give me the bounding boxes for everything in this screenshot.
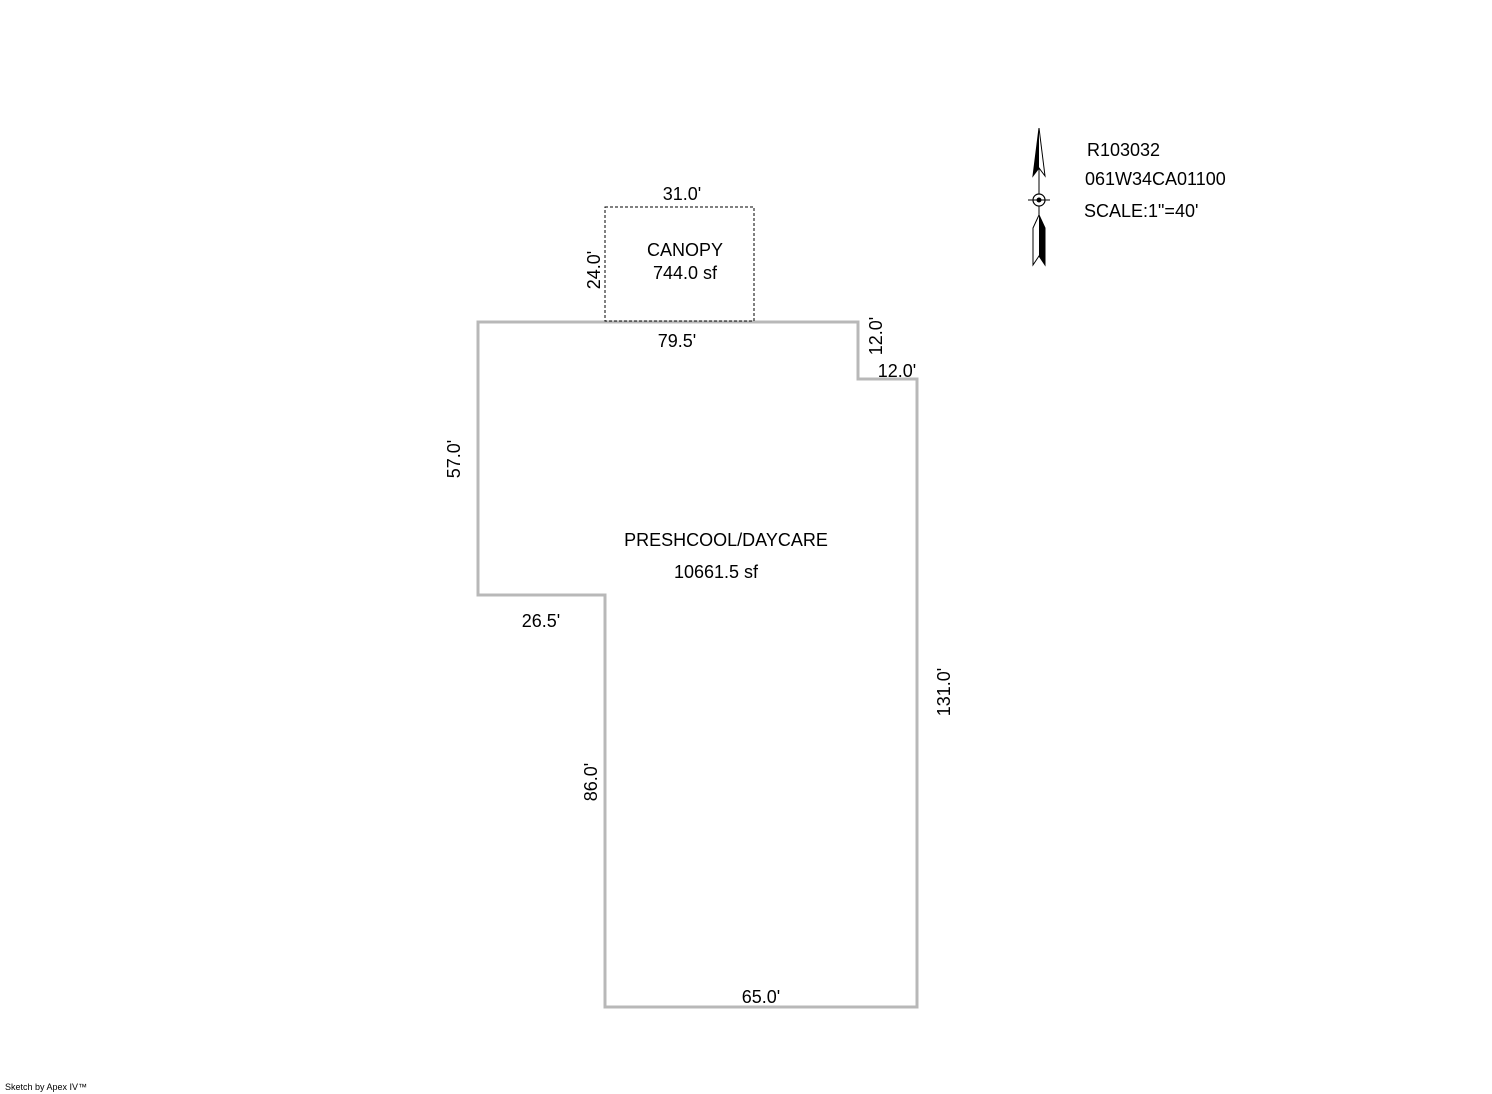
main-area-size: 10661.5 sf <box>674 562 759 582</box>
parcel-map-number: 061W34CA01100 <box>1085 169 1226 189</box>
canopy-name: CANOPY <box>647 240 723 260</box>
dim-notch-vertical: 12.0' <box>866 317 886 355</box>
dim-canopy-top: 31.0' <box>663 184 701 204</box>
dim-right-side: 131.0' <box>934 668 954 716</box>
dim-step-vertical: 86.0' <box>581 763 601 801</box>
dim-left-side: 57.0' <box>444 440 464 478</box>
parcel-account-id: R103032 <box>1087 140 1160 160</box>
footer-credit: Sketch by Apex IV™ <box>5 1082 87 1092</box>
dim-bottom: 65.0' <box>742 987 780 1007</box>
canopy-outline <box>604 206 755 322</box>
dim-step-horizontal: 26.5' <box>522 611 560 631</box>
dim-notch-horizontal: 12.0' <box>878 361 916 381</box>
canopy-area: 744.0 sf <box>653 263 718 283</box>
dim-canopy-side: 24.0' <box>584 251 604 289</box>
main-building-outline <box>476 320 919 1009</box>
dim-main-top: 79.5' <box>658 331 696 351</box>
north-arrow-icon <box>1028 127 1050 267</box>
parcel-scale: SCALE:1"=40' <box>1084 201 1198 221</box>
main-area-name: PRESHCOOL/DAYCARE <box>624 530 828 550</box>
